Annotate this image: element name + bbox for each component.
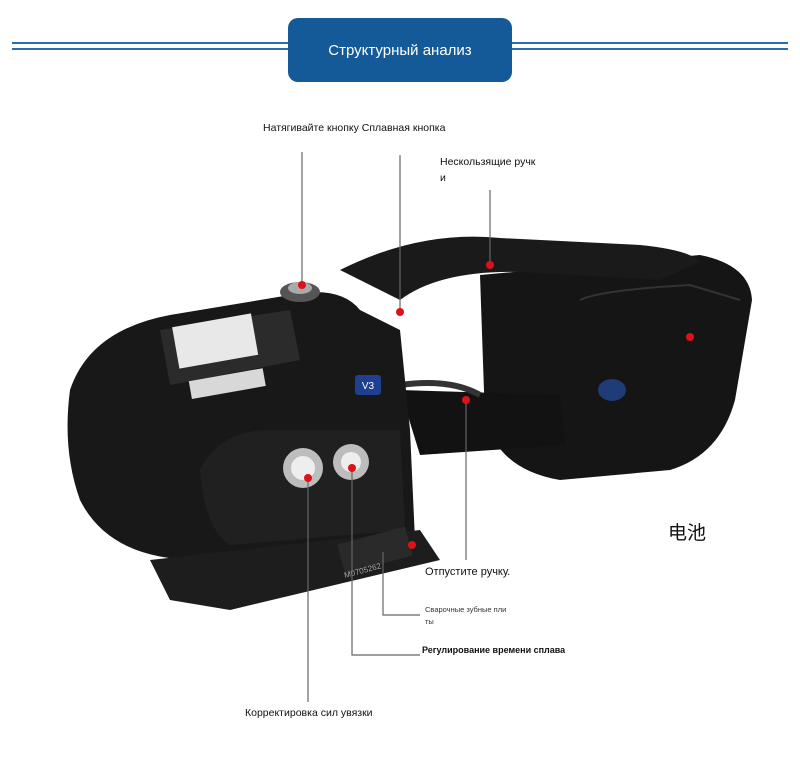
- welding-plate: [337, 526, 413, 574]
- warning-sticker: [188, 368, 266, 399]
- header-rule-left-2: [12, 48, 290, 50]
- marker-dot: [408, 541, 416, 549]
- badge-text: V3: [362, 381, 375, 392]
- marker-dot: [298, 281, 306, 289]
- label-nonslip-handle: Нескользящие ручк: [440, 156, 536, 168]
- marker-dot: [686, 333, 694, 341]
- lower-handle: [400, 390, 565, 455]
- marker-dot: [486, 261, 494, 269]
- label-fusion-time: Регулирование времени сплава: [422, 645, 566, 655]
- handle: [340, 236, 700, 300]
- badge: [355, 375, 381, 395]
- header-rule-left: [12, 42, 290, 44]
- header-rule-right: [510, 42, 788, 44]
- label-battery: 电池: [668, 523, 707, 544]
- section-title: Структурный анализ: [288, 18, 512, 82]
- marker-dot: [348, 464, 356, 472]
- label-sticker: [172, 313, 259, 369]
- label-tension-force: Корректировка сил увязки: [245, 707, 373, 719]
- label-welding-plates: Сварочные зубные пли: [425, 605, 507, 614]
- header-rule-right-2: [510, 48, 788, 50]
- label-nonslip-handle-cont: и: [440, 172, 446, 184]
- label-welding-plates-cont: ты: [425, 617, 434, 626]
- marker-dot: [396, 308, 404, 316]
- callout-markers: [298, 261, 694, 549]
- marker-dot: [304, 474, 312, 482]
- marker-dot: [462, 396, 470, 404]
- label-release-handle: Отпустите ручку.: [425, 566, 511, 578]
- battery-logo-icon: [598, 379, 626, 401]
- label-tension-fusion-button: Натягивайте кнопку Сплавная кнопка: [263, 122, 446, 134]
